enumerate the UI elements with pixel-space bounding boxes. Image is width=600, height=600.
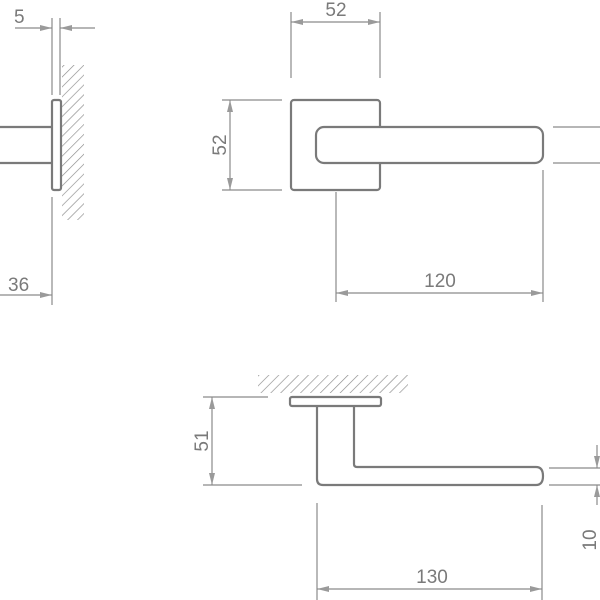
dim-label-120: 120 [424,271,456,292]
front-view: 52 52 120 [210,0,600,302]
dim-label-52-height: 52 [210,134,231,155]
rose-plate [288,395,383,408]
lever [314,125,545,165]
dim-label-5: 5 [14,7,25,28]
dim-label-130: 130 [416,567,448,588]
wall-hatch [62,65,84,220]
side-view: 5 36 [0,7,95,305]
dim-label-10: 10 [580,529,600,550]
top-view: 51 130 10 [192,375,600,600]
dim-label-36: 36 [8,275,29,296]
wall-hatch [258,375,408,393]
lever-profile [315,406,545,487]
dim-label-52-width: 52 [325,0,346,21]
dim-label-51: 51 [192,430,213,451]
rose-plate [50,98,63,192]
